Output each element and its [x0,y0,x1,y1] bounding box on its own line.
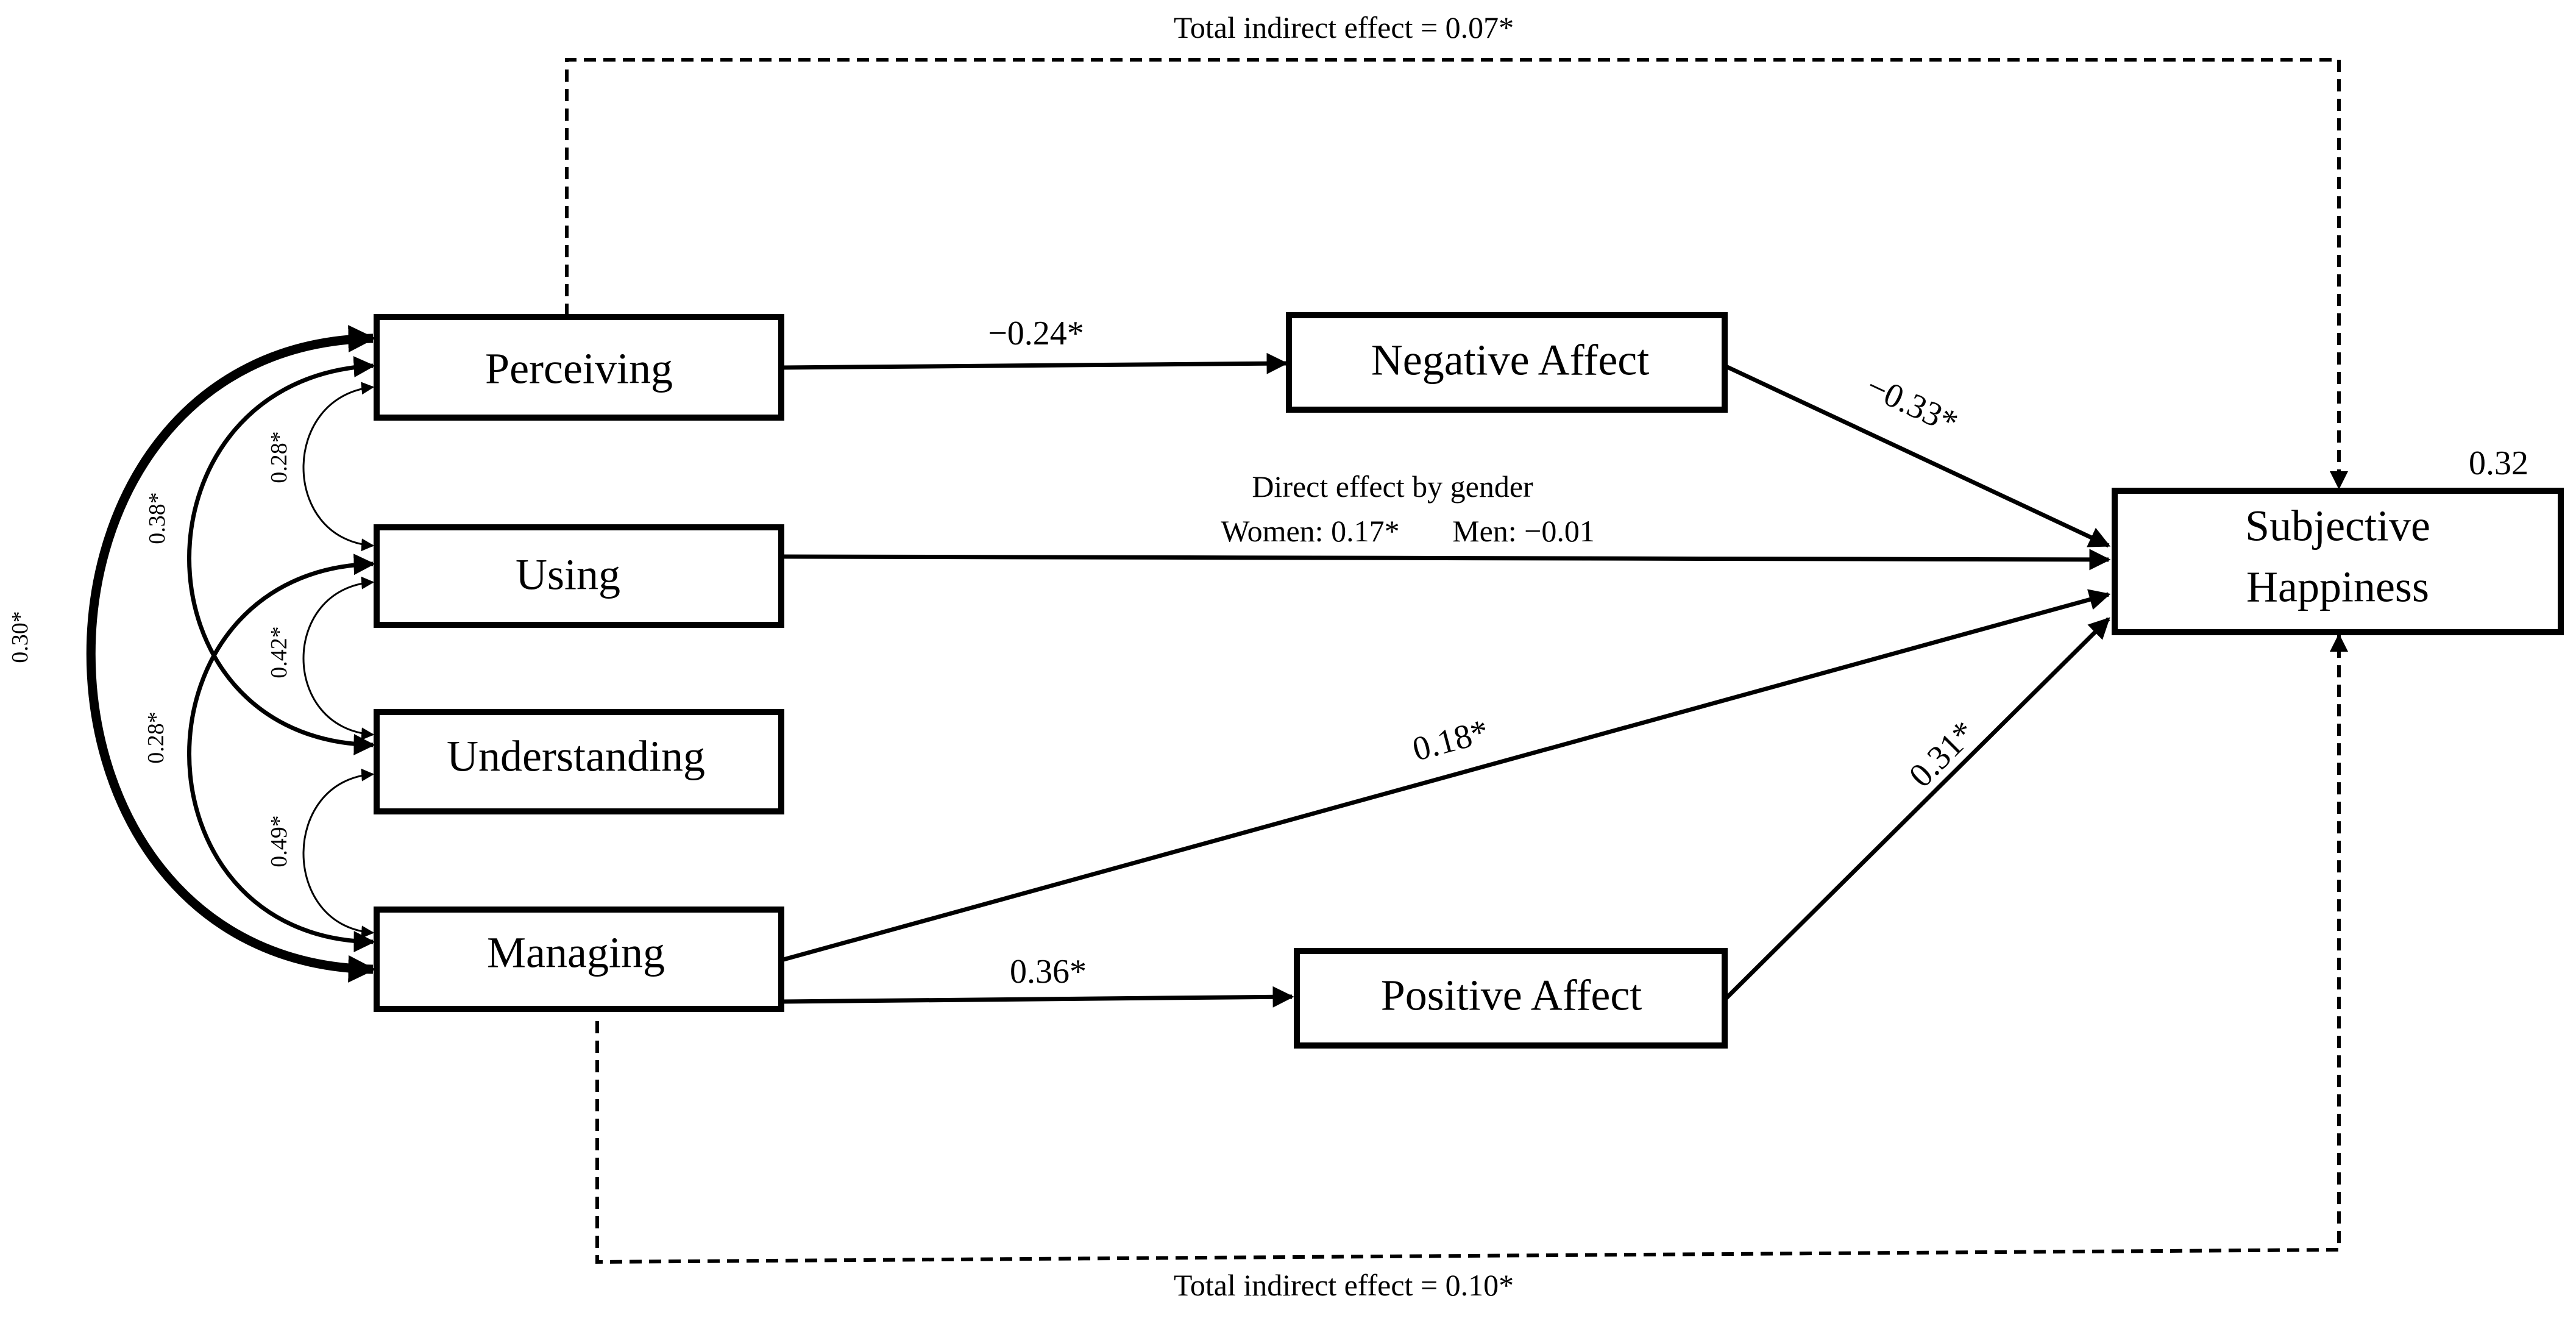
coef-negative-happiness: −0.33* [1861,367,1964,442]
node-managing-label: Managing [487,928,665,977]
coef-managing-happiness: 0.18* [1408,712,1492,768]
corr-label-using-understanding: 0.42* [266,626,292,679]
corr-label-understanding-managing: 0.49* [266,815,292,867]
corr-using-understanding [302,576,375,741]
arrow-managing-to-positive [781,986,1294,1008]
indirect-path-top [565,58,2348,490]
indirect-effect-top-label: Total indirect effect = 0.07* [1174,10,1514,45]
r-squared-label: 0.32 [2469,444,2528,482]
direct-effect-men: Men: −0.01 [1452,514,1595,548]
node-subjective-happiness: Subjective Happiness [2112,488,2564,635]
node-using-label: Using [516,550,620,599]
node-understanding: Understanding [374,709,784,814]
corr-perceiving-understanding [187,356,375,755]
arrow-negative-to-happiness [1723,363,2111,548]
node-subjective-happiness-line1: Subjective [2245,502,2430,550]
node-perceiving-label: Perceiving [485,344,673,393]
corr-label-perceiving-managing: 0.30* [7,611,33,663]
node-negative-affect: Negative Affect [1286,312,1728,413]
corr-understanding-managing [302,768,375,939]
arrow-managing-to-happiness [781,589,2111,963]
indirect-path-bottom [595,633,2348,1264]
node-perceiving: Perceiving [374,314,784,421]
corr-label-using-managing: 0.28* [143,711,169,764]
corr-perceiving-managing [86,325,376,983]
arrow-perceiving-to-negative [781,352,1288,374]
corr-using-managing [187,554,375,953]
coef-perceiving-negative: −0.24* [988,315,1084,352]
corr-label-perceiving-using: 0.28* [266,431,292,483]
arrow-positive-to-happiness [1723,617,2110,1002]
node-using: Using [374,524,784,628]
node-negative-affect-label: Negative Affect [1371,336,1649,385]
node-managing: Managing [374,907,784,1012]
direct-effect-women: Women: 0.17* [1221,514,1399,548]
node-positive-affect-label: Positive Affect [1381,971,1642,1020]
arrow-using-to-happiness [781,549,2111,571]
corr-perceiving-using [302,382,375,552]
node-positive-affect: Positive Affect [1294,948,1728,1049]
direct-effect-title: Direct effect by gender [1252,469,1533,504]
coef-managing-positive: 0.36* [1010,953,1087,991]
corr-label-perceiving-understanding: 0.38* [144,492,170,544]
node-subjective-happiness-line2: Happiness [2246,563,2429,611]
node-understanding-label: Understanding [447,732,705,781]
indirect-effect-bottom-label: Total indirect effect = 0.10* [1174,1268,1514,1302]
